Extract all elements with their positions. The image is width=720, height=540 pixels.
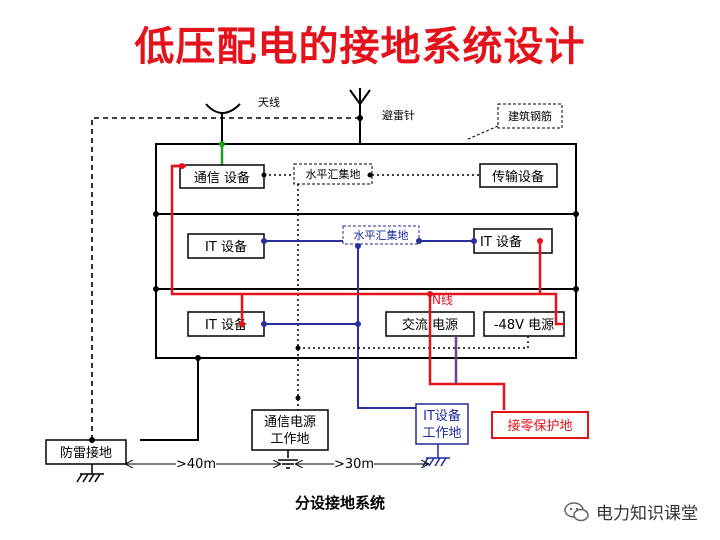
antenna-icon (205, 103, 241, 144)
lightning-rod-label: 避雷针 (382, 108, 415, 122)
horizontal-bus-mid-box (342, 225, 420, 245)
building-outline (155, 143, 577, 359)
it-ground-line (357, 244, 440, 409)
it-equipment-ground-label-2: 工作地 (422, 426, 461, 441)
antenna-label: 天线 (258, 95, 280, 109)
comm-power-ground-label-1: 通信电源 (264, 415, 316, 430)
distance-40m-label: >40m (176, 457, 216, 472)
lightning-rod-icon (349, 88, 371, 144)
diagram-caption: 分设接地系统 (294, 494, 385, 512)
neutral-protection-ground-box (491, 411, 589, 439)
earth-ground-icon-right (422, 444, 450, 467)
it-equipment-ground-label-1: IT设备 (423, 408, 461, 424)
rebar-label-box (497, 103, 563, 129)
distance-30m-label: >30m (334, 457, 374, 472)
it-equipment-mid-right-label: IT 设备 (480, 234, 522, 250)
comm-power-ground-box (251, 409, 329, 451)
lightning-ground-label: 防雷接地 (60, 445, 112, 461)
it-equipment-bottom-left-label: IT 设备 (205, 317, 247, 333)
lightning-ground-box (45, 439, 127, 465)
horizontal-bus-mid-label: 水平汇集地 (354, 228, 409, 242)
horizontal-bus-top-label: 水平汇集地 (306, 167, 361, 181)
rebar-label: 建筑钢筋 (508, 109, 552, 123)
watermark: 电力知识课堂 (564, 499, 698, 524)
earth-ground-icon-center (278, 450, 298, 469)
n-line-label: N线 (432, 293, 453, 307)
transmission-equipment-label: 传输设备 (492, 169, 544, 185)
dc-power-label: -48V 电源 (494, 318, 554, 333)
it-equipment-bottom-left-box (187, 311, 265, 337)
it-equipment-mid-left-box (187, 233, 265, 259)
comm-equipment-label: 通信 设备 (194, 170, 250, 186)
earth-ground-icon-left (76, 464, 104, 483)
page-title: 低压配电的接地系统设计 (134, 23, 586, 70)
wechat-icon (564, 501, 589, 521)
transmission-equipment-box (479, 163, 558, 188)
it-equipment-ground-box (415, 403, 469, 445)
neutral-protection-ground-label: 接零保护地 (507, 418, 572, 434)
comm-power-ground-label-2: 工作地 (270, 432, 309, 447)
it-equipment-mid-left-label: IT 设备 (205, 239, 247, 255)
watermark-text: 电力知识课堂 (596, 504, 698, 524)
